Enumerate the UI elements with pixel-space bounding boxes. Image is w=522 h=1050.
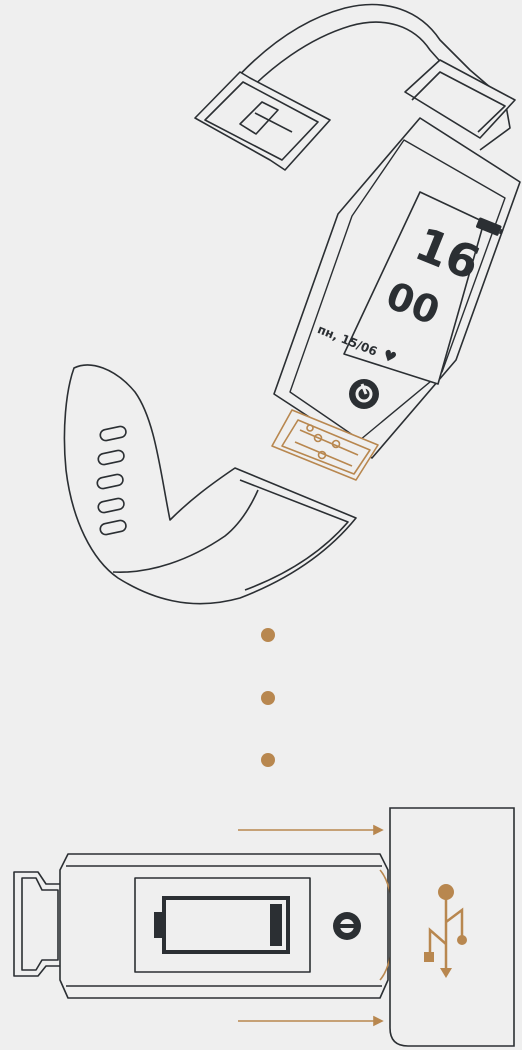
step-dot <box>261 691 275 705</box>
upper-strap <box>195 5 515 170</box>
tracker-body: 16 00 пн, 15/06 ♥ <box>274 118 520 458</box>
step-dot <box>261 753 275 767</box>
usb-charger <box>390 808 514 1046</box>
arrow-top <box>238 826 382 834</box>
power-button-icon <box>349 379 379 409</box>
step-dot <box>261 628 275 642</box>
step-dots <box>261 628 275 767</box>
arrow-bottom <box>238 1017 382 1025</box>
power-button-icon <box>333 912 361 940</box>
